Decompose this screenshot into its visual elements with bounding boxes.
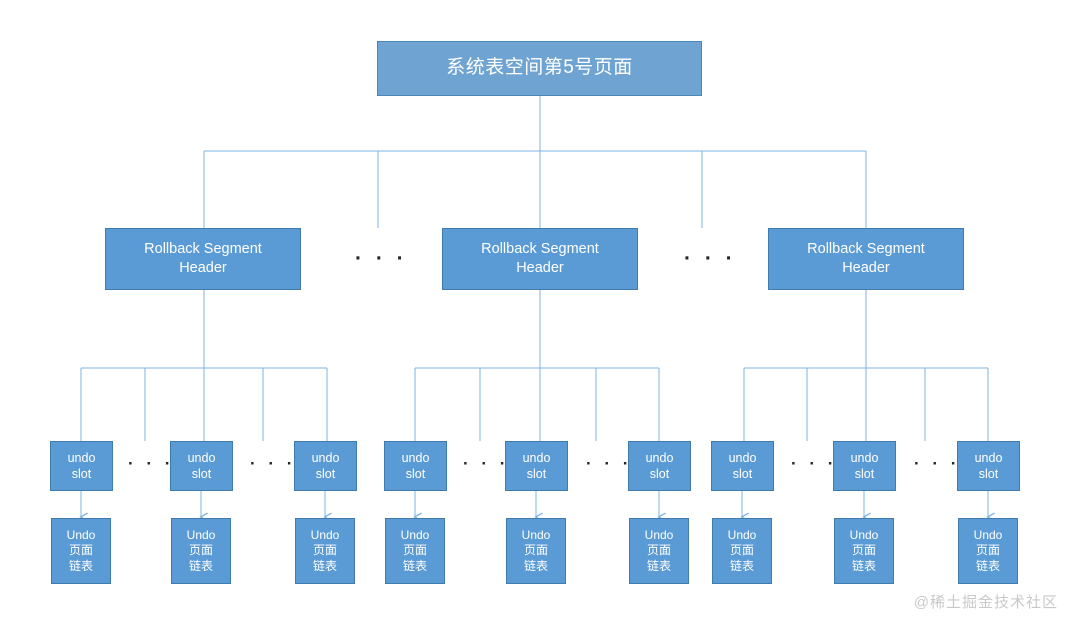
node-label-line1: Undo — [186, 527, 216, 542]
ellipsis-mark: · · · — [355, 247, 408, 270]
node-label-line1: Undo — [66, 527, 96, 542]
node-label-line2: slot — [526, 467, 547, 481]
node-undo-page-list[interactable]: Undo 页面 链表 — [171, 518, 231, 584]
node-label-line2: slot — [649, 467, 670, 481]
node-undo-slot[interactable]: undo slot — [833, 441, 896, 491]
node-undo-slot[interactable]: undo slot — [384, 441, 447, 491]
ellipsis-mark: · · · — [791, 454, 838, 473]
node-label-line2: Header — [179, 260, 227, 276]
node-label-line3: 链表 — [975, 558, 1000, 573]
node-label-line3: 链表 — [68, 558, 93, 573]
node-label-line1: Undo — [849, 527, 879, 542]
ellipsis-mark: · · · — [684, 247, 737, 270]
node-label-line2: 页面 — [646, 543, 671, 558]
node-rollback-segment-header-1[interactable]: Rollback Segment Header — [105, 228, 301, 290]
node-label-line1: undo — [187, 451, 216, 465]
node-label-line1: Undo — [400, 527, 430, 542]
node-undo-page-list[interactable]: Undo 页面 链表 — [385, 518, 445, 584]
node-label-line2: Header — [842, 260, 890, 276]
node-label-line1: undo — [728, 451, 757, 465]
node-label-line1: Undo — [310, 527, 340, 542]
node-label-line1: Undo — [521, 527, 551, 542]
watermark: @稀土掘金技术社区 — [913, 594, 1058, 611]
node-undo-page-list[interactable]: Undo 页面 链表 — [712, 518, 772, 584]
node-label-line3: 链表 — [523, 558, 548, 573]
node-label-line1: undo — [850, 451, 879, 465]
node-label-line1: undo — [645, 451, 674, 465]
node-label: 系统表空间第5号页面 — [446, 57, 633, 79]
node-undo-page-list[interactable]: Undo 页面 链表 — [629, 518, 689, 584]
node-label-line2: 页面 — [312, 543, 337, 558]
node-undo-page-list[interactable]: Undo 页面 链表 — [834, 518, 894, 584]
node-label-line2: Header — [516, 260, 564, 276]
node-label-line1: Rollback Segment — [807, 241, 925, 258]
node-system-tablespace-page-5[interactable]: 系统表空间第5号页面 — [377, 41, 702, 96]
node-label-line2: slot — [71, 467, 92, 481]
node-label-line1: Undo — [644, 527, 674, 542]
node-label-line3: 链表 — [312, 558, 337, 573]
node-label-line1: Rollback Segment — [481, 241, 599, 258]
ellipsis-mark: · · · — [586, 454, 633, 473]
node-undo-slot[interactable]: undo slot — [505, 441, 568, 491]
node-label-line2: 页面 — [523, 543, 548, 558]
ellipsis-mark: · · · — [463, 454, 510, 473]
node-label-line2: 页面 — [729, 543, 754, 558]
node-label-line2: 页面 — [975, 543, 1000, 558]
node-undo-page-list[interactable]: Undo 页面 链表 — [295, 518, 355, 584]
node-undo-page-list[interactable]: Undo 页面 链表 — [506, 518, 566, 584]
node-undo-page-list[interactable]: Undo 页面 链表 — [958, 518, 1018, 584]
node-rollback-segment-header-2[interactable]: Rollback Segment Header — [442, 228, 638, 290]
node-undo-slot[interactable]: undo slot — [294, 441, 357, 491]
node-label-line3: 链表 — [729, 558, 754, 573]
node-label-line1: undo — [311, 451, 340, 465]
node-undo-slot[interactable]: undo slot — [628, 441, 691, 491]
node-undo-slot[interactable]: undo slot — [957, 441, 1020, 491]
node-label-line1: Undo — [973, 527, 1003, 542]
node-label-line2: 页面 — [402, 543, 427, 558]
node-label-line2: slot — [854, 467, 875, 481]
node-label-line2: 页面 — [68, 543, 93, 558]
node-label-line3: 链表 — [188, 558, 213, 573]
node-label-line1: Rollback Segment — [144, 241, 262, 258]
node-label-line3: 链表 — [402, 558, 427, 573]
node-undo-slot[interactable]: undo slot — [50, 441, 113, 491]
node-label-line2: 页面 — [188, 543, 213, 558]
node-label-line2: slot — [315, 467, 336, 481]
node-label-line1: Undo — [727, 527, 757, 542]
node-label-line2: 页面 — [851, 543, 876, 558]
node-label-line1: undo — [522, 451, 551, 465]
ellipsis-mark: · · · — [914, 454, 961, 473]
node-label-line3: 链表 — [851, 558, 876, 573]
node-label-line1: undo — [974, 451, 1003, 465]
node-rollback-segment-header-3[interactable]: Rollback Segment Header — [768, 228, 964, 290]
node-undo-slot[interactable]: undo slot — [711, 441, 774, 491]
node-label-line2: slot — [978, 467, 999, 481]
node-label-line1: undo — [401, 451, 430, 465]
node-label-line2: slot — [405, 467, 426, 481]
ellipsis-mark: · · · — [128, 454, 175, 473]
node-undo-page-list[interactable]: Undo 页面 链表 — [51, 518, 111, 584]
node-label-line1: undo — [67, 451, 96, 465]
node-label-line3: 链表 — [646, 558, 671, 573]
node-label-line2: slot — [191, 467, 212, 481]
ellipsis-mark: · · · — [250, 454, 297, 473]
node-undo-slot[interactable]: undo slot — [170, 441, 233, 491]
node-label-line2: slot — [732, 467, 753, 481]
